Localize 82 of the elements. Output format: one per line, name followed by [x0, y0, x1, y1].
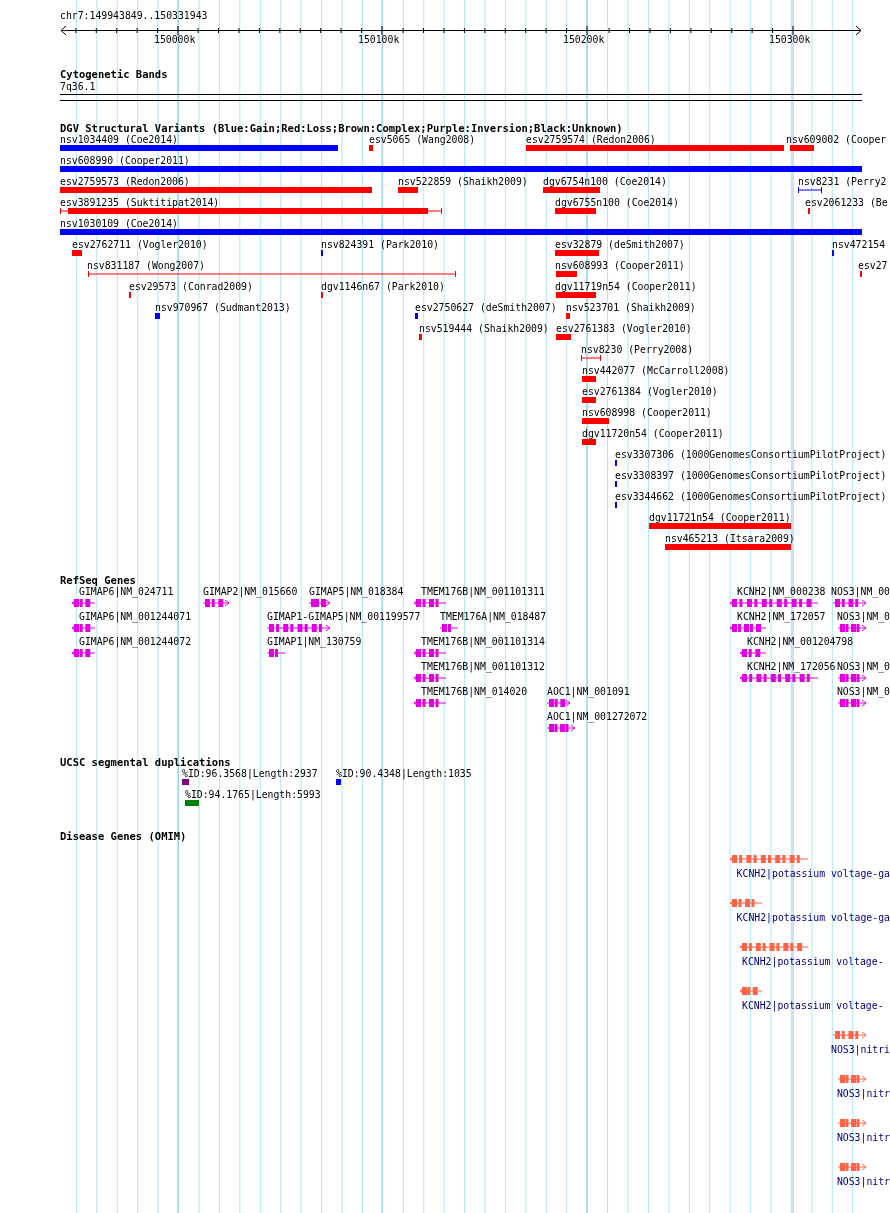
variant-label: esv2761383 (Vogler2010) [556, 323, 692, 335]
gene-label: GIMAP6|NM_001244071 [79, 611, 192, 623]
variant-label: nsv519444 (Shaikh2009) [419, 323, 549, 335]
variant-label: nsv608993 (Cooper2011) [555, 260, 685, 272]
variant-label: esv5065 (Wang2008) [369, 134, 476, 146]
variant-label: nsv8230 (Perry2008) [581, 344, 694, 356]
disease-gene-label: NOS3|nitr [836, 1088, 890, 1100]
variant-label: dgv6754n100 (Coe2014) [543, 176, 667, 188]
variant-label: esv3307306 (1000GenomesConsortiumPilotProject) [615, 449, 887, 461]
gene-label: TMEM176B|NM_001101311 [421, 586, 545, 598]
variant-label: esv2061233 (Be [805, 197, 888, 209]
variant-label: nsv522859 (Shaikh2009) [398, 176, 528, 188]
variant-label: nsv608990 (Cooper2011) [60, 155, 190, 167]
variant-label: dgv11719n54 (Cooper2011) [555, 281, 697, 293]
gene-label: KCNH2|NM_001204798 [747, 636, 854, 648]
variant-label: dgv11720n54 (Cooper2011) [582, 428, 724, 440]
disease-gene-label: KCNH2|potassium voltage-ga [736, 868, 890, 880]
duplication-label: %ID:90.4348|Length:1035 [336, 768, 472, 780]
gene-label: NOS3|NM_00 [831, 586, 890, 598]
variant-label: nsv608998 (Cooper2011) [582, 407, 712, 419]
variant-label: nsv824391 (Park2010) [321, 239, 439, 251]
gene-label: AOC1|NM_001091 [547, 686, 630, 698]
variant-label: esv3891235 (Suktitipat2014) [60, 197, 220, 209]
gene-label: TMEM176B|NM_001101312 [421, 661, 545, 673]
gene-label: GIMAP6|NM_001244072 [79, 636, 192, 648]
gene-label: NOS3|NM_0 [836, 661, 890, 673]
gene-label: GIMAP6|NM_024711 [79, 586, 174, 598]
variant-label: esv2759574 (Redon2006) [526, 134, 656, 146]
variant-label: nsv831187 (Wong2007) [87, 260, 205, 272]
variant-label: esv2762711 (Vogler2010) [72, 239, 208, 251]
gene-label: NOS3|NM_0 [836, 611, 890, 623]
track-heading: Disease Genes (OMIM) [60, 830, 187, 842]
gene-label: GIMAP1-GIMAP5|NM_001199577 [267, 611, 421, 623]
variant-label: nsv1034409 (Coe2014) [60, 134, 178, 146]
gene-label: AOC1|NM_001272072 [547, 711, 648, 723]
variant-label: nsv8231 (Perry2 [798, 176, 887, 188]
gene-label: KCNH2|NM_172056 [747, 661, 836, 673]
variant-label: esv2750627 (deSmith2007) [415, 302, 557, 314]
variant-label: dgv11721n54 (Cooper2011) [649, 512, 791, 524]
disease-gene-label: NOS3|nitri [831, 1044, 890, 1056]
track-heading: UCSC segmental duplications [60, 756, 231, 768]
disease-gene-label: KCNH2|potassium voltage- [742, 956, 884, 968]
variant-label: esv27 [858, 260, 888, 272]
gene-label: TMEM176B|NM_014020 [421, 686, 528, 698]
variant-label: nsv970967 (Sudmant2013) [155, 302, 291, 314]
gene-label: KCNH2|NM_000238 [737, 586, 826, 598]
variant-label: nsv442077 (McCarroll2008) [582, 365, 730, 377]
gene-label: GIMAP5|NM_018384 [309, 586, 404, 598]
track-heading: DGV Structural Variants (Blue:Gain;Red:Loss;Brown:Complex;Purple:Inversion;Black:Unknown) [60, 122, 623, 134]
variant-label: nsv472154 [832, 239, 886, 251]
variant-label: esv3308397 (1000GenomesConsortiumPilotProject) [615, 470, 887, 482]
variant-label: nsv609002 (Cooper [786, 134, 887, 146]
disease-gene-label: NOS3|nitr [836, 1176, 890, 1188]
variant-label: dgv6755n100 (Coe2014) [555, 197, 679, 209]
duplication-label: %ID:94.1765|Length:5993 [185, 789, 321, 801]
genomic-position-label: chr7:149943849..150331943 [60, 10, 208, 22]
gene-label: NOS3|NM_0 [836, 686, 890, 698]
variant-label: dgv1146n67 (Park2010) [321, 281, 445, 293]
band-label: 7q36.1 [60, 81, 96, 93]
disease-gene-label: KCNH2|potassium voltage-ga [736, 912, 890, 924]
disease-gene-label: KCNH2|potassium voltage- [742, 1000, 884, 1012]
gene-label: KCNH2|NM_172057 [737, 611, 826, 623]
scale-tick-label: 150200k [563, 34, 605, 46]
variant-label: esv29573 (Conrad2009) [129, 281, 253, 293]
variant-label: nsv523701 (Shaikh2009) [566, 302, 696, 314]
scale-tick-label: 150000k [154, 34, 196, 46]
disease-gene-label: NOS3|nitr [836, 1132, 890, 1144]
duplication-label: %ID:96.3568|Length:2937 [182, 768, 318, 780]
gene-label: GIMAP1|NM_130759 [267, 636, 362, 648]
variant-label: esv3344662 (1000GenomesConsortiumPilotProject) [615, 491, 887, 503]
track-heading: RefSeq Genes [60, 574, 136, 586]
scale-tick-label: 150300k [769, 34, 811, 46]
gene-label: TMEM176B|NM_001101314 [421, 636, 545, 648]
variant-label: esv2761384 (Vogler2010) [582, 386, 718, 398]
variant-label: esv32879 (deSmith2007) [555, 239, 685, 251]
gene-label: TMEM176A|NM_018487 [440, 611, 547, 623]
gene-label: GIMAP2|NM_015660 [203, 586, 298, 598]
variant-label: nsv1030109 (Coe2014) [60, 218, 178, 230]
variant-label: esv2759573 (Redon2006) [60, 176, 190, 188]
variant-label: nsv465213 (Itsara2009) [665, 533, 795, 545]
track-heading: Cytogenetic Bands [60, 68, 168, 80]
scale-tick-label: 150100k [358, 34, 400, 46]
